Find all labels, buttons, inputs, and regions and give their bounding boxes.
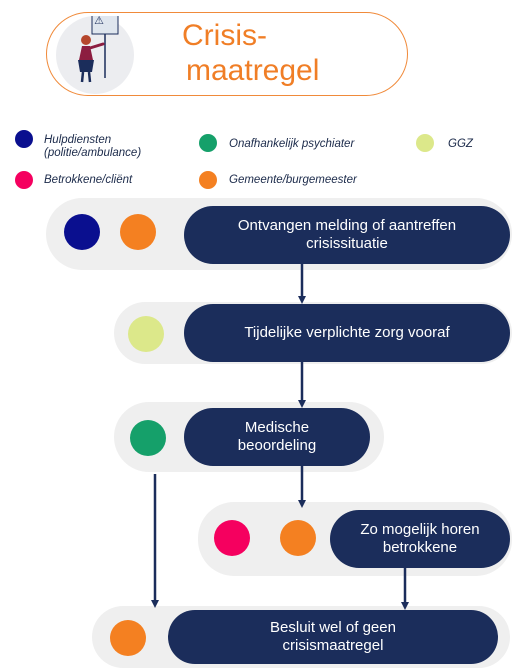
legend-dot-betrokkene [15,171,33,189]
title-line-1: Crisis- [182,19,267,52]
legend-dot-psychiater [199,134,217,152]
warning-symbol: ⚠ [94,15,104,27]
warning-sign-person-icon [56,13,134,94]
legend-label-gemeente: Gemeente/burgemeester [229,174,357,186]
legend-dot-gemeente [199,171,217,189]
step-tijdelijke-zorg: Tijdelijke verplichte zorg vooraf [184,304,510,362]
page-title: Crisis- maatregel [182,18,382,88]
actor-gemeente-circle [120,214,156,250]
actor-psychiater-circle [130,420,166,456]
legend-label-hulpdiensten: Hulpdiensten (politie/ambulance) [44,134,142,159]
legend-label-ggz: GGZ [448,138,473,150]
actor-betrokkene-circle [214,520,250,556]
actor-gemeente-circle-3 [110,620,146,656]
actor-ggz-circle [128,316,164,352]
title-line-2: maatregel [186,54,320,87]
legend-label-betrokkene: Betrokkene/cliënt [44,174,133,186]
legend-dot-hulpdiensten [15,130,33,148]
legend-dot-ggz [416,134,434,152]
legend-label-psychiater: Onafhankelijk psychiater [229,138,355,150]
actor-gemeente-circle-2 [280,520,316,556]
actor-hulpdiensten-circle [64,214,100,250]
